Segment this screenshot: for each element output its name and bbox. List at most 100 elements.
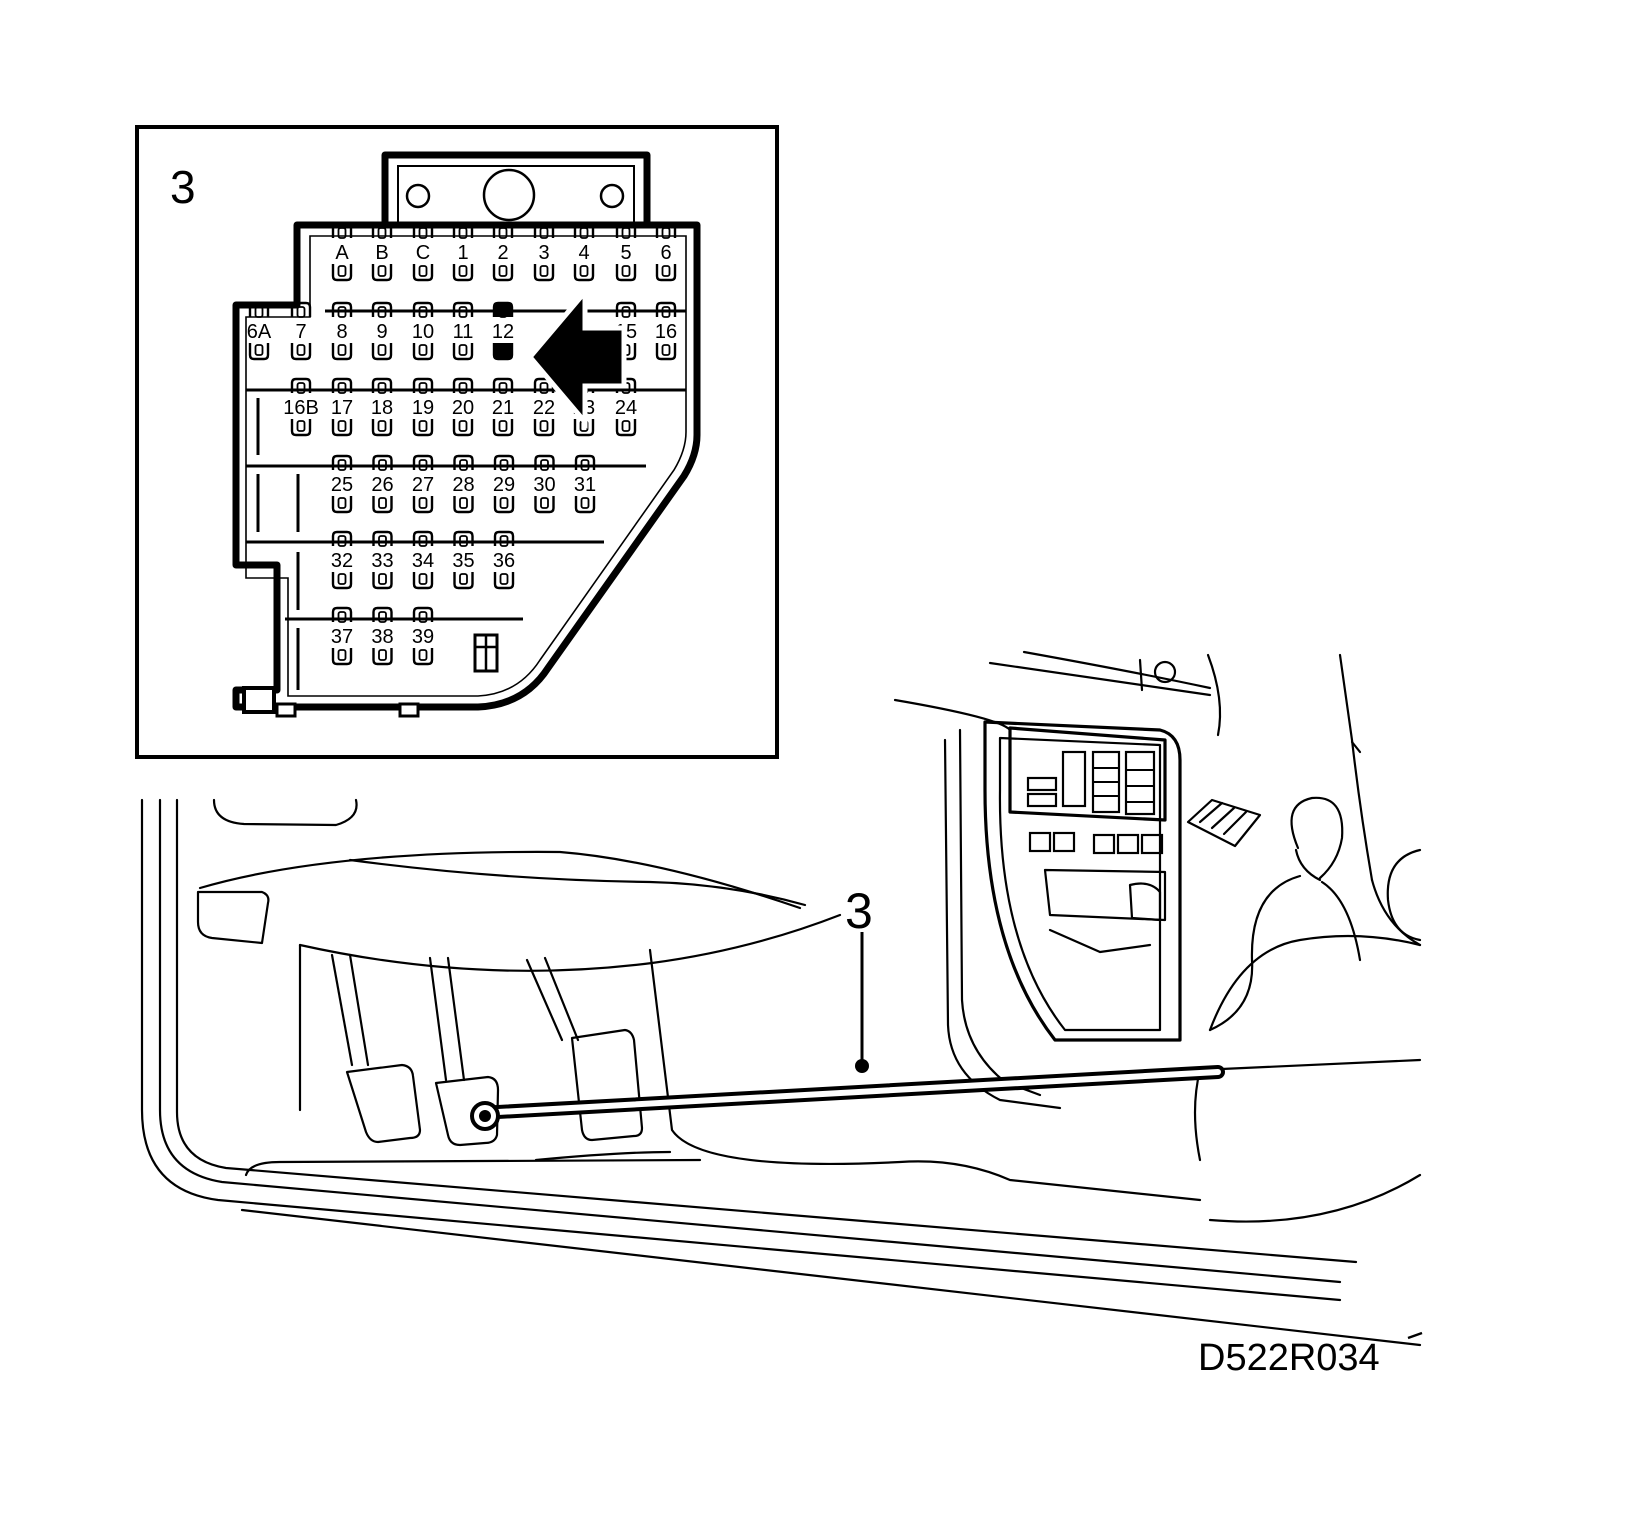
mounting-hole-left bbox=[405, 183, 431, 209]
fuse-21: 21 bbox=[492, 377, 514, 437]
fuse-terminal-bottom bbox=[372, 572, 393, 590]
mounting-tab bbox=[381, 151, 651, 225]
fuse-terminal-bottom bbox=[331, 572, 353, 590]
fuse-terminal-top-inner bbox=[418, 535, 428, 547]
fuse-terminal-bottom bbox=[290, 343, 312, 361]
climate-buttons bbox=[1026, 750, 1156, 816]
fuse-terminal-top-inner bbox=[337, 382, 347, 394]
dash-button-round bbox=[1153, 660, 1177, 684]
fuse-terminal-top-inner bbox=[459, 459, 468, 471]
fuse-19: 19 bbox=[412, 377, 434, 437]
fuse-terminal-top-inner bbox=[661, 306, 671, 318]
fuse-terminal-bottom-inner bbox=[621, 265, 631, 277]
fuse-terminal-bottom-inner bbox=[661, 265, 671, 277]
fuse-terminal-bottom-inner bbox=[377, 344, 387, 356]
fuse-terminal-top bbox=[493, 454, 515, 470]
fuse-terminal-bottom bbox=[331, 343, 353, 361]
fuse-terminal-bottom bbox=[615, 264, 637, 282]
fuse-terminal-top bbox=[492, 301, 514, 317]
inset-title: 3 bbox=[170, 161, 196, 213]
fuse-terminal-top-inner bbox=[296, 382, 306, 394]
fuse-terminal-bottom-inner bbox=[418, 420, 428, 432]
fuse-label: 16 bbox=[655, 321, 677, 343]
fuse-terminal-top bbox=[371, 222, 393, 238]
fuse-terminal-top-inner bbox=[377, 227, 387, 239]
fuse-terminal-bottom-inner bbox=[499, 573, 509, 585]
fuse-terminal-bottom bbox=[453, 572, 474, 590]
fuse-terminal-top-inner bbox=[498, 382, 508, 394]
b-pillar-left bbox=[1338, 653, 1374, 882]
bottom-foot-left bbox=[242, 686, 276, 714]
fuse-6: 6 bbox=[655, 222, 677, 282]
fuse-6A: 6A bbox=[247, 301, 272, 361]
fuse-terminal-top-inner bbox=[418, 459, 428, 471]
bottom-clip-left bbox=[275, 702, 297, 718]
fuse-label: 10 bbox=[412, 321, 434, 343]
right-vent bbox=[1186, 798, 1262, 848]
fuse-terminal-bottom bbox=[573, 419, 595, 437]
fuse-terminal-top-inner bbox=[579, 227, 589, 239]
dash-seam bbox=[1138, 658, 1144, 692]
fuse-label: 3 bbox=[538, 242, 549, 264]
fuse-terminal-bottom bbox=[412, 343, 434, 361]
fuse-terminal-top-inner bbox=[540, 459, 549, 471]
fuse-terminal-top bbox=[655, 222, 677, 238]
fuse-access-rod-fill bbox=[477, 1069, 1221, 1116]
fuse-label: 35 bbox=[452, 550, 474, 572]
fuse-B: B bbox=[371, 222, 393, 282]
fuse-terminal-bottom-inner bbox=[540, 497, 549, 509]
fuse-terminal-bottom-inner bbox=[418, 497, 428, 509]
fuse-label: 24 bbox=[615, 397, 637, 419]
fuse-label: 39 bbox=[412, 626, 434, 648]
fuse-terminal-bottom bbox=[492, 343, 514, 361]
fuse-29: 29 bbox=[493, 454, 515, 514]
fuse-terminal-bottom bbox=[492, 264, 514, 282]
fuse-terminal-bottom-inner bbox=[579, 265, 589, 277]
fuse-terminal-bottom bbox=[533, 419, 555, 437]
right-vent-slats bbox=[1198, 801, 1248, 836]
fuse-terminal-bottom bbox=[655, 264, 677, 282]
fuse-terminal-top bbox=[573, 222, 595, 238]
fuse-terminal-bottom bbox=[290, 419, 312, 437]
fuse-terminal-top-inner bbox=[337, 535, 347, 547]
tunnel-left-edge bbox=[648, 948, 1202, 1202]
fuse-terminal-bottom bbox=[412, 648, 434, 666]
fuse-label: 21 bbox=[492, 397, 514, 419]
upper-dash-curve bbox=[1206, 653, 1222, 737]
fuse-terminal-top-inner bbox=[254, 306, 264, 318]
fuse-terminal-top-inner bbox=[459, 535, 468, 547]
fuse-terminal-bottom-inner bbox=[498, 265, 508, 277]
fuse-5: 5 bbox=[615, 222, 637, 282]
fuse-terminal-bottom-inner bbox=[621, 420, 631, 432]
floor-line bbox=[244, 1158, 702, 1177]
fuse-terminal-top-inner bbox=[377, 306, 387, 318]
fuse-terminal-bottom-inner bbox=[337, 344, 347, 356]
fuse-38: 38 bbox=[371, 606, 394, 666]
fuse-terminal-bottom bbox=[573, 264, 595, 282]
fuse-label: 27 bbox=[412, 474, 434, 496]
fuse-terminal-bottom-inner bbox=[539, 265, 549, 277]
fuse-label: 20 bbox=[452, 397, 474, 419]
footwell-scene: 3 D522R034 bbox=[140, 650, 1423, 1379]
fuse-terminal-top-inner bbox=[296, 306, 306, 318]
seat-cushion-top bbox=[1198, 1058, 1422, 1072]
callout-label: 3 bbox=[845, 883, 873, 939]
b-pillar-mark bbox=[1350, 740, 1362, 754]
clutch-pedal bbox=[330, 953, 422, 1144]
fuse-terminal-top bbox=[412, 530, 434, 546]
dash-top-line-2 bbox=[1022, 650, 1212, 690]
mounting-hole-center bbox=[482, 168, 536, 222]
fuse-label: 25 bbox=[331, 474, 353, 496]
fuse-terminal-bottom-inner bbox=[337, 497, 347, 509]
fuse-terminal-top-inner bbox=[337, 227, 347, 239]
fuse-terminal-bottom bbox=[615, 419, 637, 437]
rod-end-cap-center bbox=[479, 1110, 491, 1122]
fuse-terminal-bottom bbox=[452, 264, 474, 282]
fuse-terminal-bottom-inner bbox=[377, 265, 387, 277]
fuse-terminal-bottom bbox=[331, 419, 353, 437]
fuse-terminal-top-inner bbox=[499, 535, 509, 547]
fuse-terminal-top-inner bbox=[499, 459, 509, 471]
fuse-terminal-top bbox=[372, 606, 393, 622]
connector-symbol bbox=[473, 633, 499, 673]
